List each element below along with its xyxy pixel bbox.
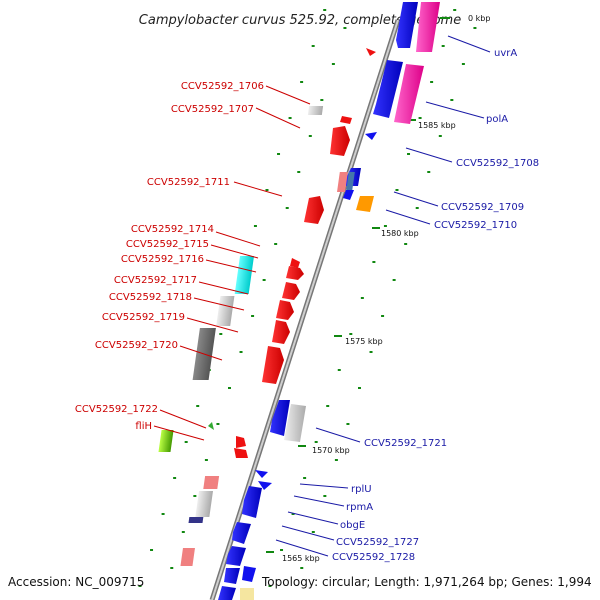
gene-1719[interactable]: [272, 320, 290, 344]
gene-1706[interactable]: [307, 106, 324, 115]
backbone: [209, 19, 401, 600]
forward-strand-genes: [158, 48, 376, 458]
gene-label[interactable]: CCV52592_1706: [181, 81, 264, 92]
gene-1714[interactable]: [234, 256, 255, 294]
gene-1711[interactable]: [304, 196, 324, 224]
topology-summary: Topology: circular; Length: 1,971,264 bp…: [261, 575, 592, 589]
gene-1722[interactable]: [208, 422, 214, 430]
gene-label[interactable]: CCV52592_1708: [456, 158, 539, 169]
gene-label[interactable]: CCV52592_1719: [102, 312, 185, 323]
gene-label[interactable]: CCV52592_1710: [434, 220, 517, 231]
kbp-label: 0 kbp: [468, 14, 490, 23]
gene-label[interactable]: polA: [486, 114, 508, 125]
gene-1715[interactable]: [290, 258, 300, 268]
reverse-gene-labels: uvrA polA CCV52592_1708 CCV52592_1709 CC…: [332, 48, 539, 563]
gene-1707[interactable]: [330, 126, 350, 156]
gene-1709-salmon[interactable]: [337, 172, 348, 192]
map-title: Campylobacter curvus 525.92, complete ge…: [139, 13, 461, 28]
label-leader-lines: [153, 35, 491, 557]
gene-label[interactable]: CCV52592_1721: [364, 438, 447, 449]
gene-label[interactable]: uvrA: [494, 48, 517, 59]
kbp-label: 1585 kbp: [418, 121, 456, 130]
gene-1717[interactable]: [282, 282, 300, 300]
gene-label[interactable]: rpmA: [346, 502, 373, 513]
gene-blue-a[interactable]: [226, 546, 246, 566]
gene-fliH[interactable]: [158, 430, 174, 452]
kbp-label: 1575 kbp: [345, 337, 383, 346]
gene-label[interactable]: CCV52592_1716: [121, 254, 204, 265]
gene-1710-blue[interactable]: [343, 190, 354, 200]
gene-1708[interactable]: [365, 132, 377, 140]
reverse-strand-genes: [180, 2, 440, 600]
gene-1718-red[interactable]: [276, 300, 294, 320]
gene-1716[interactable]: [286, 266, 304, 280]
kbp-tick-labels: 0 kbp 1585 kbp 1580 kbp 1575 kbp 1570 kb…: [282, 14, 490, 563]
kbp-label: 1565 kbp: [282, 554, 320, 563]
gene-label[interactable]: fliH: [135, 421, 152, 432]
gene-salmon-b[interactable]: [180, 548, 195, 566]
gene-label[interactable]: CCV52592_1711: [147, 177, 230, 188]
gene-1706-red[interactable]: [340, 116, 352, 124]
kbp-label: 1570 kbp: [312, 446, 350, 455]
kbp-ticks: [266, 17, 450, 553]
gene-blue-c[interactable]: [224, 568, 240, 584]
gene-fliH-red2[interactable]: [234, 448, 248, 458]
gene-1727[interactable]: [242, 486, 262, 518]
gene-fliH-red[interactable]: [236, 436, 246, 448]
gene-blue-d[interactable]: [242, 566, 256, 582]
gene-yellow[interactable]: [240, 588, 254, 600]
gene-label[interactable]: obgE: [340, 520, 365, 531]
accession-text: Accession: NC_009715: [8, 575, 144, 589]
gene-red-top[interactable]: [366, 48, 376, 56]
gene-uvrA-pink[interactable]: [416, 2, 440, 52]
gene-label[interactable]: CCV52592_1720: [95, 340, 178, 351]
gene-rplU[interactable]: [203, 476, 220, 489]
gene-obgE[interactable]: [188, 517, 204, 523]
gene-rpmA[interactable]: [195, 491, 213, 517]
gene-rplU-small2[interactable]: [258, 481, 272, 490]
gene-polA-pink[interactable]: [394, 64, 424, 124]
gene-1720-red[interactable]: [262, 346, 284, 384]
gene-blue-e[interactable]: [218, 586, 236, 600]
gene-1709-steel[interactable]: [346, 172, 355, 192]
gene-1721[interactable]: [284, 404, 306, 442]
gene-uvrA[interactable]: [396, 2, 418, 48]
gene-label[interactable]: CCV52592_1707: [171, 104, 254, 115]
gene-1710[interactable]: [356, 196, 374, 212]
gene-label[interactable]: CCV52592_1722: [75, 404, 158, 415]
forward-gene-labels: CCV52592_1706 CCV52592_1707 CCV52592_171…: [75, 81, 264, 432]
gene-polA[interactable]: [373, 60, 403, 118]
gene-label[interactable]: CCV52592_1709: [441, 202, 524, 213]
gene-label[interactable]: CCV52592_1715: [126, 239, 209, 250]
kbp-label: 1580 kbp: [381, 229, 419, 238]
gene-label[interactable]: CCV52592_1728: [332, 552, 415, 563]
gene-1721-blue[interactable]: [270, 400, 290, 436]
gene-label[interactable]: CCV52592_1717: [114, 275, 197, 286]
gene-1718[interactable]: [216, 296, 235, 326]
gene-label[interactable]: rplU: [351, 484, 372, 495]
gene-1728[interactable]: [232, 522, 251, 544]
gene-label[interactable]: CCV52592_1718: [109, 292, 192, 303]
gene-label[interactable]: CCV52592_1727: [336, 537, 419, 548]
gene-label[interactable]: CCV52592_1714: [131, 224, 214, 235]
gene-rplU-small[interactable]: [255, 470, 268, 478]
